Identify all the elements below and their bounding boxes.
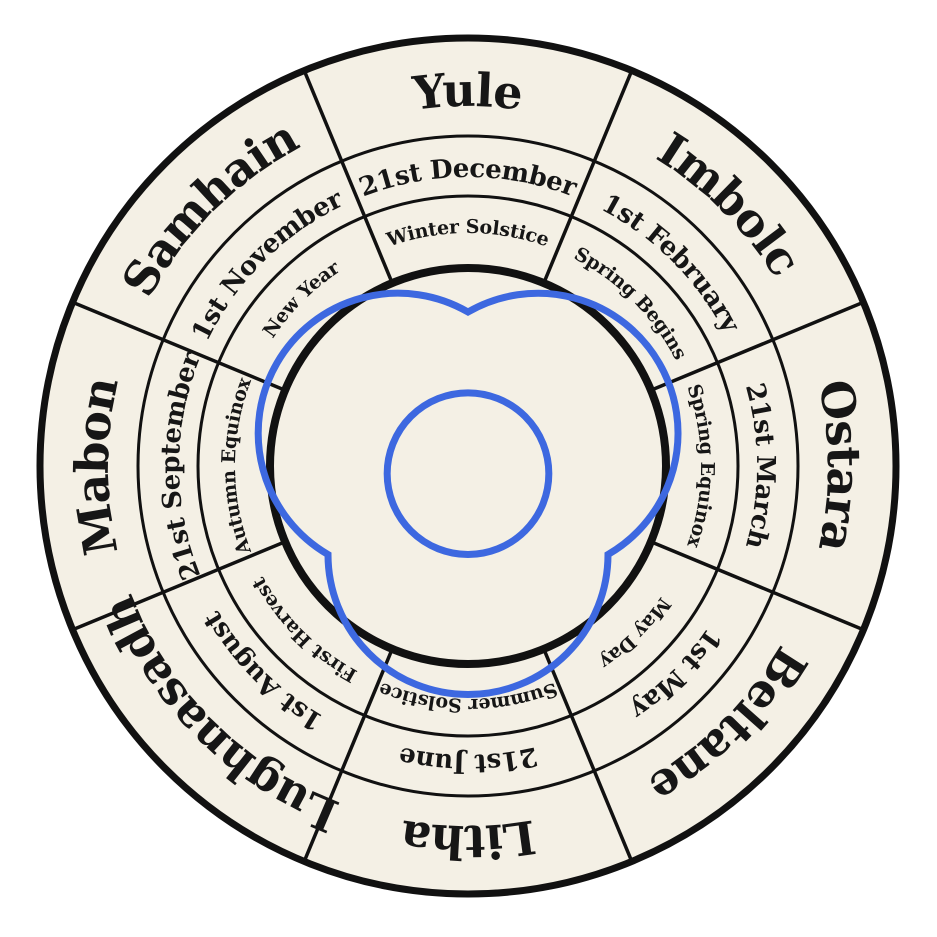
sector-divider — [71, 300, 286, 392]
festival-name-text: Ostara — [808, 376, 871, 557]
festival-name-ostara: Ostara — [808, 376, 871, 557]
sector-divider — [650, 540, 865, 632]
sector-divider — [650, 300, 865, 392]
festival-name-text: Yule — [409, 63, 525, 121]
sector-divider — [542, 69, 634, 284]
sector-divider — [302, 648, 394, 863]
triquetra-outline — [254, 289, 682, 698]
name-date-divider — [136, 134, 800, 798]
sector-dividers — [71, 69, 865, 863]
festival-name-litha: Litha — [397, 809, 539, 869]
triquetra-icon — [254, 289, 682, 698]
sector-divider — [71, 540, 286, 632]
sector-divider — [302, 69, 394, 284]
center-disc — [266, 264, 670, 668]
sector-divider — [542, 648, 634, 863]
triquetra-circle — [383, 389, 553, 558]
festival-name-yule: Yule — [409, 63, 525, 121]
festival-name-text: Mabon — [65, 372, 129, 559]
festival-name-mabon: Mabon — [65, 372, 129, 559]
date-desc-divider — [196, 194, 740, 738]
festival-name-text: Litha — [397, 809, 539, 869]
